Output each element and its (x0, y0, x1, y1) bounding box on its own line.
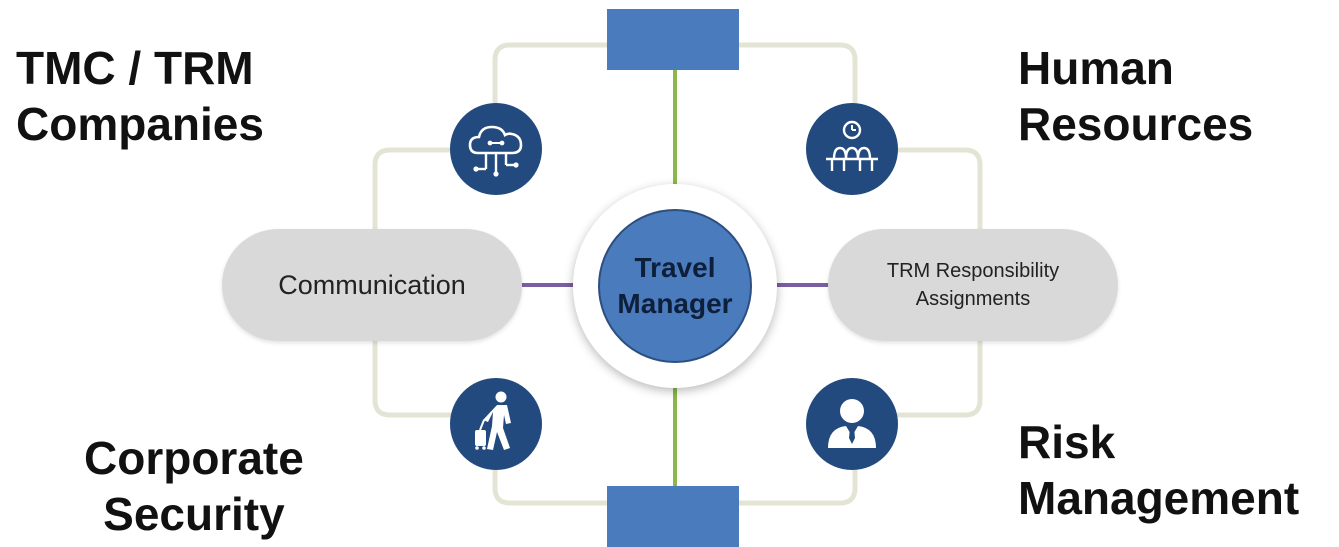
communication-pill: Communication (222, 229, 522, 341)
top-box (607, 9, 739, 70)
traveler-luggage-icon (450, 378, 542, 470)
trm-responsibility-pill: TRM Responsibility Assignments (828, 229, 1118, 341)
travel-manager-node: Travel Manager (598, 209, 752, 363)
trm-responsibility-pill-label: TRM Responsibility Assignments (886, 260, 1060, 310)
cloud-network-icon (450, 103, 542, 195)
risk-management-label: Risk Management (1018, 416, 1300, 524)
human-resources-label: Human Resources (1018, 42, 1254, 150)
communication-pill-label: Communication (278, 269, 466, 300)
business-person-icon (806, 378, 898, 470)
corporate-security-label: Corporate Security (84, 432, 304, 540)
bottom-box (607, 486, 739, 547)
meeting-clock-icon (806, 103, 898, 195)
tmc-trm-companies-label: TMC / TRM Companies (16, 42, 264, 150)
